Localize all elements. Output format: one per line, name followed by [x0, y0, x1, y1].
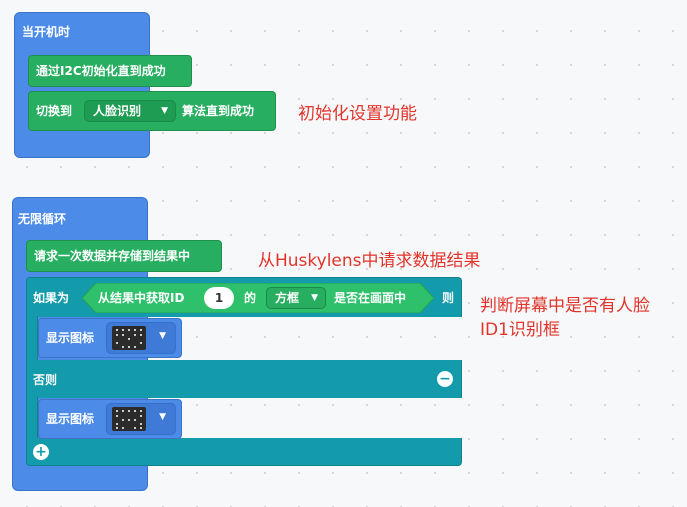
if-else-left-arm-2 — [26, 397, 38, 441]
switch-to-label: 切换到 — [36, 104, 73, 118]
else-label: 否则 — [33, 373, 58, 387]
dropdown-arrow-icon: ▼ — [159, 412, 166, 422]
plus-circle-icon[interactable]: + — [33, 444, 49, 460]
led-matrix-icon — [112, 326, 146, 350]
minus-circle-icon[interactable]: − — [437, 371, 453, 387]
if-else-block-bottom[interactable] — [26, 438, 462, 466]
request-data-block[interactable] — [26, 240, 222, 272]
shape-value: 方框 — [275, 291, 300, 305]
judge-annotation-line2: ID1识别框 — [480, 320, 560, 340]
on-start-label: 当开机时 — [22, 25, 71, 39]
dropdown-arrow-icon: ▼ — [311, 293, 318, 303]
icon-dropdown-2[interactable]: ▼ — [106, 403, 176, 435]
if-label: 如果为 — [33, 291, 70, 305]
forever-label: 无限循环 — [18, 212, 67, 226]
request-data-label: 请求一次数据并存储到结果中 — [34, 249, 191, 263]
condition-prefix-label: 从结果中获取ID — [98, 291, 185, 305]
id-number-input[interactable]: 1 — [204, 287, 234, 309]
condition-hexagon[interactable] — [82, 283, 434, 313]
condition-suffix-label: 是否在画面中 — [334, 291, 407, 305]
condition-mid-label: 的 — [244, 291, 257, 305]
icon-dropdown-1[interactable]: ▼ — [106, 322, 176, 354]
until-success-label: 算法直到成功 — [182, 104, 255, 118]
show-icon-label-1: 显示图标 — [46, 331, 95, 345]
judge-annotation-line1: 判断屏幕中是否有人脸 — [480, 296, 650, 316]
if-else-left-arm — [26, 316, 38, 366]
shape-dropdown[interactable]: 方框 ▼ — [266, 287, 326, 309]
algorithm-dropdown[interactable]: 人脸识别 ▼ — [84, 100, 176, 122]
init-annotation: 初始化设置功能 — [298, 104, 417, 124]
request-annotation: 从Huskylens中请求数据结果 — [258, 251, 481, 271]
led-matrix-icon — [112, 407, 146, 431]
show-icon-label-2: 显示图标 — [46, 412, 95, 426]
then-label: 则 — [442, 291, 455, 305]
else-bar[interactable] — [26, 360, 462, 398]
init-i2c-label: 通过I2C初始化直到成功 — [36, 64, 166, 78]
dropdown-arrow-icon: ▼ — [161, 106, 168, 116]
dropdown-arrow-icon: ▼ — [159, 331, 166, 341]
algorithm-value: 人脸识别 — [93, 104, 142, 118]
init-i2c-block[interactable] — [28, 55, 192, 87]
